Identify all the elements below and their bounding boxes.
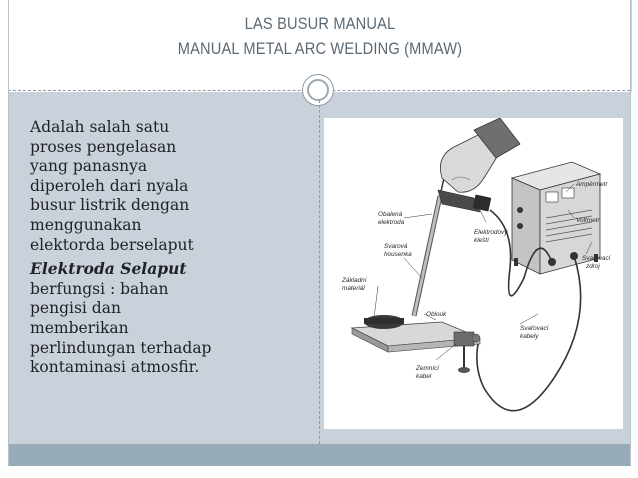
separator-circle-ornament — [302, 74, 334, 106]
label-svarovaci-kabely-2: kabely — [520, 333, 539, 340]
bottom-band — [8, 444, 630, 466]
frame-left-border — [8, 0, 9, 466]
text-line: diperoleh dari nyala — [30, 176, 189, 195]
label-voltmetr: Voltmetr — [576, 217, 600, 224]
label-zemnici-2: kabel — [416, 373, 432, 380]
label-zakladni-2: materiál — [342, 285, 365, 292]
frame-right-border — [630, 0, 631, 466]
column-divider — [319, 100, 320, 444]
label-elektrodovy-2: kleští — [474, 237, 490, 244]
text-line: elektorda berselaput — [30, 235, 194, 254]
label-elektrodovy: Elektrodový — [474, 229, 508, 236]
label-zemnici: Zemnící — [415, 365, 440, 372]
label-obalena: Obalená — [378, 211, 403, 218]
body-text: Adalah salah satu proses pengelasan yang… — [30, 118, 310, 378]
label-obalena-2: elektroda — [378, 219, 405, 226]
label-svarova: Svarová — [384, 243, 408, 250]
text-line: memberikan — [30, 318, 129, 337]
slide-title-line-1: LAS BUSUR MANUAL — [244, 14, 396, 33]
label-svarova-2: housenka — [384, 251, 412, 258]
label-svarovaci-kabely: Svařovací — [520, 325, 550, 332]
welder-glove — [439, 118, 521, 193]
label-amperemetr: Ampérmetr — [575, 181, 608, 188]
text-line: kontaminasi atmosfir. — [30, 358, 200, 377]
figure-labels: Obalená elektroda Svarová housenka Zákla… — [341, 181, 612, 380]
label-oblouk: Oblouk — [426, 311, 447, 318]
text-line: busur listrik dengan — [30, 196, 190, 215]
text-line: perlindungan terhadap — [30, 338, 212, 357]
label-svarovaci-zdroj-2: zdroj — [585, 263, 600, 270]
text-line: berfungsi : bahan — [30, 279, 169, 298]
welding-cables — [476, 209, 582, 412]
text-line: pengisi dan — [30, 299, 121, 318]
text-line: menggunakan — [30, 215, 142, 234]
welding-machine — [510, 161, 602, 275]
welding-setup-illustration: Obalená elektroda Svarová housenka Zákla… — [324, 118, 623, 429]
label-svarovaci-zdroj: Svařovací — [582, 255, 612, 262]
ground-clamp — [453, 331, 481, 373]
slide-title-line-2: MANUAL METAL ARC WELDING (MMAW) — [177, 39, 463, 58]
electrode-holder — [437, 189, 492, 213]
paragraph-definition: Adalah salah satu proses pengelasan yang… — [30, 118, 310, 255]
electrode — [411, 177, 445, 317]
text-line: yang panasnya — [30, 157, 148, 176]
paragraph-electrode-function: Elektroda Selaput berfungsi : bahan peng… — [30, 259, 310, 378]
label-zakladni: Základní — [341, 277, 368, 284]
text-line: Adalah salah satu — [30, 118, 170, 136]
electrode-term: Elektroda Selaput — [30, 259, 187, 279]
text-line: proses pengelasan — [30, 137, 177, 156]
